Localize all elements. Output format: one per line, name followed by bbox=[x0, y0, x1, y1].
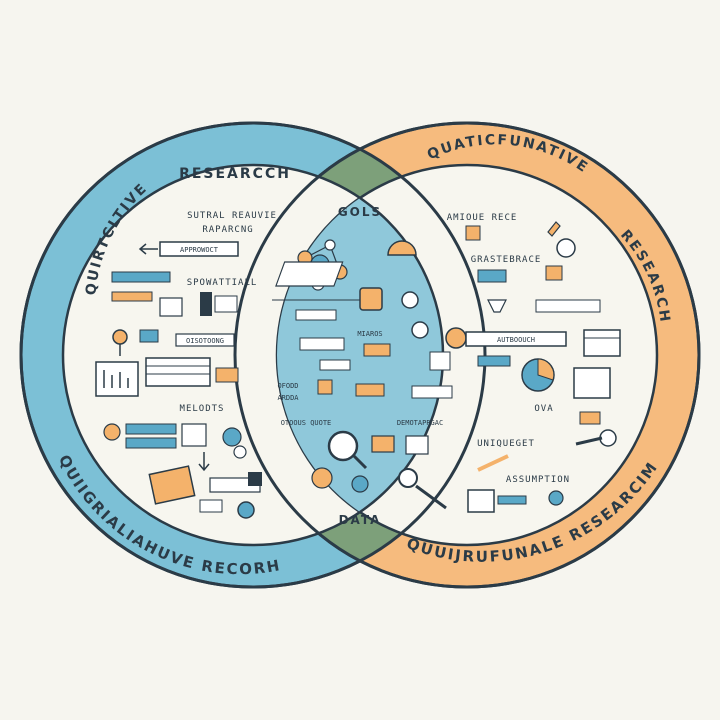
left-note: OISOTOONG bbox=[186, 337, 224, 345]
left-note: APPROWOCT bbox=[180, 246, 219, 254]
overlap-top-label: GOLS bbox=[338, 205, 382, 219]
left-top-label: RESEARCCH bbox=[179, 166, 291, 182]
right-content: AMIOUE RECE GRASTEBRACE AUTBOOUCH OVA UN… bbox=[447, 213, 621, 513]
center-note: OFODD bbox=[277, 382, 298, 390]
right-note: UNIQUEGET bbox=[477, 439, 535, 449]
flag-icon bbox=[599, 429, 617, 447]
calendar-icon bbox=[583, 329, 621, 357]
pin-icon bbox=[112, 329, 128, 345]
lightbulb-icon bbox=[387, 240, 417, 256]
magnifier-icon bbox=[327, 430, 359, 462]
left-note: RAPARCNG bbox=[202, 225, 253, 235]
gear-icon bbox=[237, 501, 255, 519]
document-icon bbox=[95, 361, 139, 397]
right-note: ASSUMPTION bbox=[506, 475, 570, 485]
center-content: MIAROS OFODD ARDDA OTOOUS QUOTE DEMOTAPR… bbox=[272, 239, 467, 510]
pencil-icon bbox=[547, 221, 561, 237]
left-note: SPOWATTIALL bbox=[187, 278, 258, 288]
left-note: SUTRAL REAUVIE bbox=[187, 211, 277, 221]
right-note: OVA bbox=[534, 404, 553, 414]
overlap-bottom-label: DATA bbox=[339, 513, 382, 527]
left-content: SUTRAL REAUVIE RAPARCNG APPROWOCT SPOWAT… bbox=[95, 211, 277, 519]
center-note: ARDDA bbox=[277, 394, 299, 402]
center-note: MIAROS bbox=[357, 330, 382, 338]
arrow-icon bbox=[138, 243, 158, 255]
left-note: MELODTS bbox=[180, 404, 225, 414]
right-note: AMIOUE RECE bbox=[447, 213, 518, 223]
chart-icon bbox=[103, 370, 129, 388]
right-note: AUTBOOUCH bbox=[497, 336, 535, 344]
right-note: GRASTEBRACE bbox=[471, 255, 542, 265]
clipboard-icon bbox=[148, 465, 196, 505]
center-note: OTOOUS QUOTE bbox=[281, 419, 332, 427]
center-note: DEMOTAPRGAC bbox=[397, 419, 443, 427]
